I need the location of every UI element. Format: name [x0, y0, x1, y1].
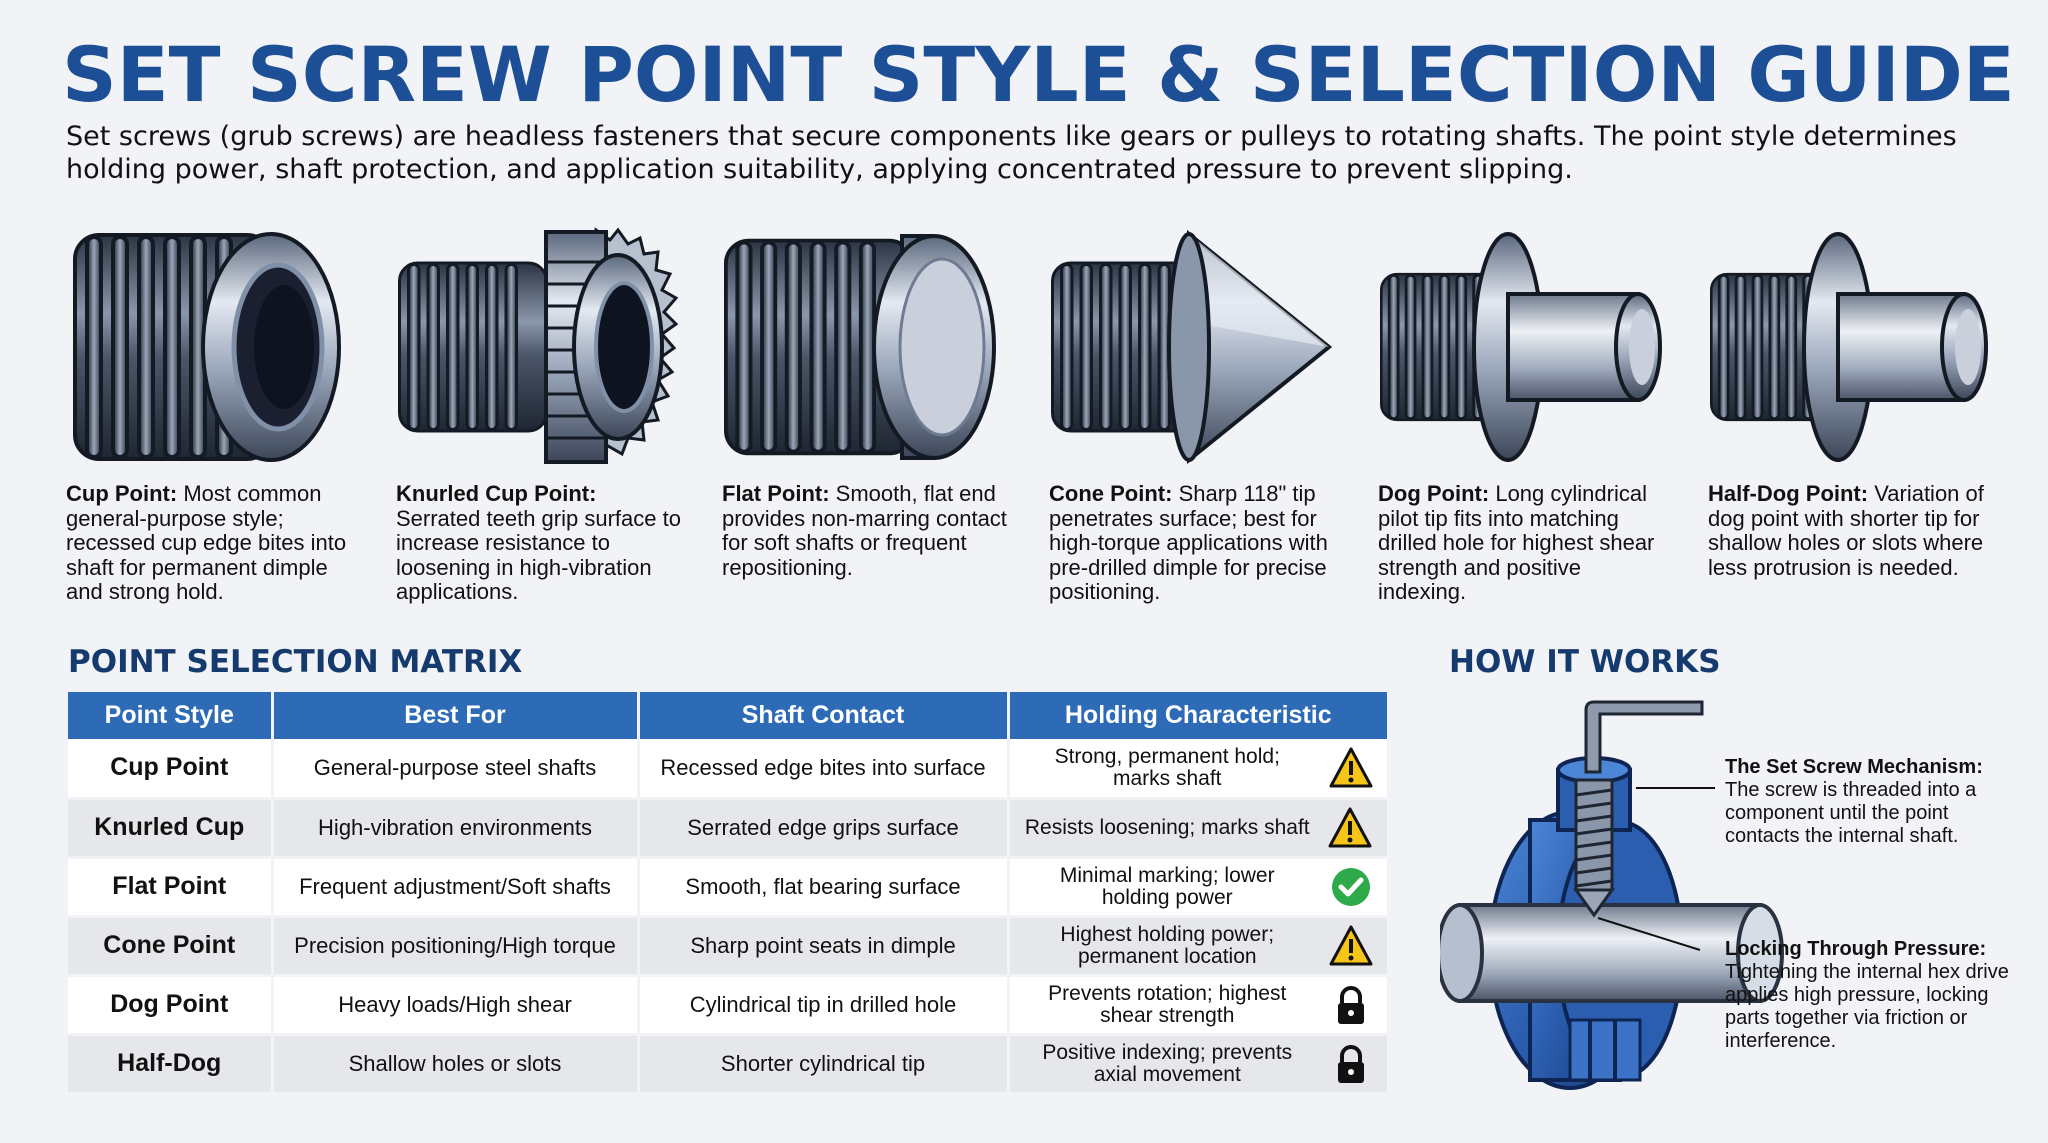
- callout-mechanism: The Set Screw Mechanism: The screw is th…: [1725, 756, 2025, 848]
- cell-holding: Highest holding power; permanent locatio…: [1008, 916, 1387, 977]
- cell-shaft-contact: Smooth, flat bearing surface: [638, 857, 1010, 918]
- cell-best-for: Precision positioning/High torque: [272, 916, 640, 977]
- table-row: Knurled Cup High-vibration environments …: [68, 798, 1387, 859]
- cell-holding: Minimal marking; lower holding power: [1008, 857, 1387, 918]
- holding-text: Resists loosening; marks shaft: [1024, 815, 1310, 839]
- lock-icon: [1338, 985, 1364, 1024]
- holding-text: Minimal marking; lower holding power: [1059, 863, 1275, 909]
- cell-best-for: Frequent adjustment/Soft shafts: [272, 857, 640, 918]
- knurled-cup-point-illustration: [398, 227, 679, 464]
- warning-icon: [1328, 807, 1372, 847]
- point-type-cone: Cone Point: Sharp 118" tip penetrates su…: [1049, 222, 1349, 605]
- point-type-half-dog: Half-Dog Point: Variation of dog point w…: [1708, 222, 2008, 580]
- dog-point-description: Dog Point: Long cylindrical pilot tip fi…: [1378, 481, 1655, 604]
- cell-holding: Strong, permanent hold; marks shaft: [1008, 739, 1387, 800]
- cell-shaft-contact: Recessed edge bites into surface: [638, 739, 1010, 800]
- point-type-cup: Cup Point: Most common general-purpose s…: [66, 222, 366, 605]
- column-header-best-for: Best For: [272, 692, 640, 739]
- cell-best-for: High-vibration environments: [272, 798, 640, 859]
- hex-key: [1584, 700, 1704, 774]
- matrix-heading: POINT SELECTION MATRIX: [68, 644, 523, 680]
- table-row: Flat Point Frequent adjustment/Soft shaf…: [68, 857, 1387, 918]
- table-row: Half-Dog Shallow holes or slots Shorter …: [68, 1034, 1387, 1095]
- point-type-dog: Dog Point: Long cylindrical pilot tip fi…: [1378, 222, 1678, 605]
- holding-text: Highest holding power; permanent locatio…: [1060, 922, 1275, 968]
- check-icon: [1332, 867, 1370, 906]
- type-name: Cone Point:: [1049, 481, 1173, 506]
- callout-text: Tightening the internal hex drive applie…: [1725, 961, 2009, 1052]
- cell-point-style: Flat Point: [68, 857, 274, 918]
- type-name: Dog Point:: [1378, 481, 1490, 506]
- holding-text: Prevents rotation; highest shear strengt…: [1048, 981, 1287, 1027]
- cell-point-style: Cone Point: [68, 916, 274, 977]
- callout-locking: Locking Through Pressure: Tightening the…: [1725, 938, 2025, 1053]
- cell-best-for: Heavy loads/High shear: [272, 975, 640, 1036]
- cup-point-illustration: [66, 232, 341, 462]
- table-row: Cone Point Precision positioning/High to…: [68, 916, 1387, 977]
- flat-point-description: Flat Point: Smooth, flat end provides no…: [722, 481, 1007, 580]
- point-type-flat: Flat Point: Smooth, flat end provides no…: [722, 222, 1022, 580]
- page-title: SET SCREW POINT STYLE & SELECTION GUIDE: [62, 30, 2015, 119]
- column-header-point-style: Point Style: [68, 692, 274, 739]
- type-name: Half-Dog Point:: [1708, 481, 1869, 506]
- type-name: Flat Point:: [722, 481, 830, 506]
- column-header-shaft-contact: Shaft Contact: [638, 692, 1010, 739]
- matrix-header-row: Point Style Best For Shaft Contact Holdi…: [68, 692, 1387, 739]
- cell-best-for: General-purpose steel shafts: [272, 739, 640, 800]
- point-type-knurled-cup: Knurled Cup Point: Serrated teeth grip s…: [396, 222, 696, 605]
- holding-text: Positive indexing; prevents axial moveme…: [1042, 1040, 1293, 1086]
- intro-text: Set screws (grub screws) are headless fa…: [66, 121, 1957, 185]
- point-types: Cup Point: Most common general-purpose s…: [0, 222, 2048, 612]
- cone-point-illustration: [1051, 229, 1333, 465]
- cell-shaft-contact: Shorter cylindrical tip: [638, 1034, 1010, 1095]
- column-header-holding-characteristic: Holding Characteristic: [1008, 692, 1387, 739]
- half-dog-point-illustration: [1710, 232, 1988, 462]
- cell-point-style: Knurled Cup: [68, 798, 274, 859]
- half-dog-point-description: Half-Dog Point: Variation of dog point w…: [1708, 481, 1984, 580]
- cell-point-style: Half-Dog: [68, 1034, 274, 1095]
- table-row: Cup Point General-purpose steel shafts R…: [68, 739, 1387, 800]
- dog-point-illustration: [1380, 232, 1662, 462]
- warning-icon: [1329, 747, 1373, 788]
- mechanism-illustration: [1440, 700, 1784, 1090]
- cone-point-description: Cone Point: Sharp 118" tip penetrates su…: [1049, 481, 1328, 604]
- cell-holding: Resists loosening; marks shaft: [1008, 798, 1387, 859]
- callout-text: The screw is threaded into a component u…: [1725, 779, 1977, 847]
- callout-title: Locking Through Pressure:: [1725, 938, 1987, 960]
- point-selection-matrix: Point Style Best For Shaft Contact Holdi…: [68, 692, 1387, 1095]
- warning-icon: [1329, 925, 1373, 965]
- cell-point-style: Dog Point: [68, 975, 274, 1036]
- cell-point-style: Cup Point: [68, 739, 274, 800]
- cell-shaft-contact: Cylindrical tip in drilled hole: [638, 975, 1010, 1036]
- callout-title: The Set Screw Mechanism:: [1725, 756, 1983, 778]
- holding-text: Strong, permanent hold; marks shaft: [1054, 744, 1280, 790]
- cell-holding: Prevents rotation; highest shear strengt…: [1008, 975, 1387, 1036]
- table-row: Dog Point Heavy loads/High shear Cylindr…: [68, 975, 1387, 1036]
- leader-line: [1597, 917, 1701, 951]
- cell-shaft-contact: Serrated edge grips surface: [638, 798, 1010, 859]
- cell-shaft-contact: Sharp point seats in dimple: [638, 916, 1010, 977]
- flat-point-illustration: [724, 234, 996, 460]
- cell-holding: Positive indexing; prevents axial moveme…: [1008, 1034, 1387, 1095]
- lock-icon: [1338, 1044, 1364, 1083]
- type-name: Cup Point:: [66, 481, 178, 506]
- cell-best-for: Shallow holes or slots: [272, 1034, 640, 1095]
- knurled-cup-point-description: Knurled Cup Point: Serrated teeth grip s…: [396, 481, 681, 604]
- how-it-works-heading: HOW IT WORKS: [1449, 644, 1721, 680]
- type-name: Knurled Cup Point:: [396, 481, 597, 506]
- cup-point-description: Cup Point: Most common general-purpose s…: [66, 481, 347, 604]
